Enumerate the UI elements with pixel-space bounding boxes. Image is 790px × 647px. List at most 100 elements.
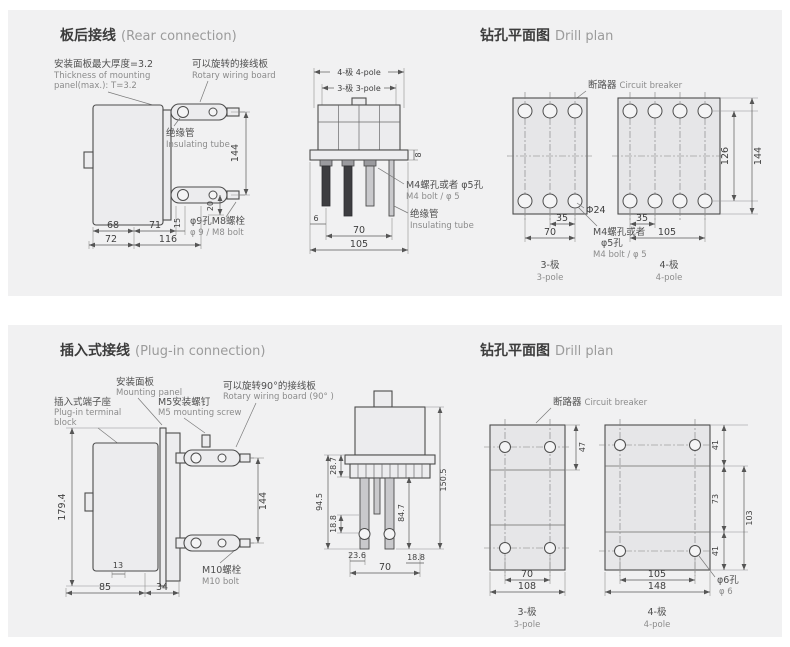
plugin-bottom-terminal [175, 534, 254, 552]
plan2-4pole-label-en: 4-pole [644, 620, 671, 630]
plugin-side-view: 安装面板 Mounting panel 插入式端子座 Plug-in termi… [54, 376, 334, 597]
rear-side-dimensions: 144 20 φ9孔M8螺栓 φ 9 / M8 bolt [88, 111, 250, 249]
dim-28-label: 28.7 [329, 457, 338, 475]
plugin-title-zh: 插入式接线 [60, 342, 130, 359]
rear-title: 板后接线 (Rear connection) [60, 27, 237, 44]
dim-35a-label: 35 [556, 213, 568, 224]
m5-screw [201, 434, 211, 448]
dim-70c-label: 70 [379, 562, 391, 573]
terminal-block-label-en1: Plug-in terminal [54, 408, 121, 418]
m4-hole-label-en: M4 bolt / φ 5 [406, 192, 460, 202]
plugin-drill-plan-3pole [484, 419, 571, 576]
dim-20-label: 20 [206, 201, 215, 211]
rear-front-dimensions: 6 70 105 [309, 162, 409, 254]
rotary90-label-en: Rotary wiring board (90° ) [223, 392, 334, 402]
plan2-4pole-label-zh: 4-极 [648, 606, 667, 618]
breaker-callout-en: Circuit breaker [620, 81, 683, 91]
dim-103-label: 103 [745, 510, 754, 525]
plugin-drill-title-en: Drill plan [555, 344, 613, 359]
dim-73-label: 73 [711, 494, 720, 504]
dim-105c-label: 105 [648, 569, 666, 580]
thickness-label-en1: Thickness of mounting [53, 71, 150, 81]
dim-144-label: 144 [230, 144, 241, 162]
rotary-label-zh: 可以旋转的接线板 [192, 58, 269, 70]
m5-screw-label-zh: M5安装螺钉 [158, 396, 211, 408]
plugin-drill-title-zh: 钻孔平面图 [480, 342, 550, 359]
plugin-front-view: 94.5 28.7 18.8 23.6 70 84.7 [315, 390, 448, 577]
dim-108-label: 108 [518, 581, 536, 592]
breaker-handle2 [84, 492, 94, 512]
dim-35b-label: 35 [636, 213, 648, 224]
mounting-panel-plate [162, 109, 172, 221]
rear-title-en: (Rear connection) [121, 29, 237, 44]
breaker-body-side [92, 104, 164, 226]
m8-bolt-label-en: φ 9 / M8 bolt [190, 228, 244, 238]
rotary-label-en: Rotary wiring board [192, 71, 276, 81]
plug-pin-left [359, 477, 370, 550]
m4-callout-zh2: φ5孔 [601, 238, 623, 249]
phi6-hole-label-en: φ 6 [719, 587, 733, 597]
dim-68-label: 68 [107, 220, 119, 231]
plugin-title-en: (Plug-in connection) [135, 344, 265, 359]
mounting-panel-label-zh: 安装面板 [116, 376, 155, 388]
dim-126-label: 126 [720, 147, 731, 165]
dim-41a-label: 41 [711, 440, 720, 450]
plan-3pole-label-zh: 3-极 [541, 259, 560, 271]
mounting-panel-label-en: Mounting panel [116, 388, 182, 398]
m10-bolt [239, 538, 251, 548]
dim-phi24-label: Φ24 [586, 205, 606, 216]
breaker-flange2 [344, 454, 436, 465]
rotary90-label-zh: 可以旋转90°的接线板 [223, 380, 316, 392]
dim-150-label: 150.5 [439, 469, 448, 492]
m4-hole-label-zh: M4螺孔或者 φ5孔 [406, 179, 484, 191]
dim-148-label: 148 [648, 581, 666, 592]
breaker-body-side2 [92, 442, 159, 572]
plugin-top-terminal [175, 434, 254, 467]
plan2-3pole-label-zh: 3-极 [518, 606, 537, 618]
breaker-callout-zh: 断路器 [588, 79, 617, 91]
plan2-3pole-label-en: 3-pole [514, 620, 541, 630]
insulating-tube-label-zh: 绝缘管 [166, 127, 195, 139]
rear-title-zh: 板后接线 [60, 27, 116, 44]
rear-drill-dimensions: 126 144 35 70 Φ24 M4螺孔或者 φ5孔 M4 bolt / φ [524, 97, 764, 260]
m10-bolt-label-en: M10 bolt [202, 577, 240, 587]
dim-47-label: 47 [578, 442, 587, 452]
rear-drill-plan-4pole [612, 92, 726, 220]
dim-105b-label: 105 [658, 227, 676, 238]
m4-callout-en: M4 bolt / φ 5 [593, 250, 647, 260]
plugin-connection-drawing: 插入式接线 (Plug-in connection) 钻孔平面图 Drill pla… [54, 342, 754, 630]
dim-70d-label: 70 [521, 569, 533, 580]
pin-3 [365, 165, 375, 207]
dim-8-label: 8 [414, 152, 423, 157]
dim-72-label: 72 [105, 234, 117, 245]
dim-144c-label: 144 [258, 492, 269, 510]
dim-144b-label: 144 [753, 147, 764, 165]
plug-pin-right [384, 477, 395, 550]
insulating-tube2-label-zh: 绝缘管 [410, 208, 439, 220]
rear-side-view: 安装面板最大厚度=3.2 Thickness of mounting panel… [53, 58, 276, 249]
actuator-knob [373, 390, 393, 408]
m10-bolt-label-zh: M10螺栓 [202, 564, 242, 576]
dim-179-label: 179.4 [57, 493, 68, 520]
phi6-hole-label-zh: φ6孔 [717, 575, 739, 586]
dim-6-label: 6 [313, 214, 318, 223]
breaker-flange [309, 149, 409, 161]
plugin-side-dimensions: 179.4 144 13 85 34 [57, 427, 269, 597]
dim-3pole-label: 3-极 3-pole [337, 83, 381, 93]
dim-71-label: 71 [149, 220, 161, 231]
m5-screw-label-en: M5 mounting screw [158, 408, 242, 418]
dim-70-label: 70 [353, 225, 365, 236]
breaker-callout2-en: Circuit breaker [585, 398, 648, 408]
pin-4 [388, 159, 395, 217]
breaker-top-bump [351, 97, 367, 106]
pin-2 [343, 165, 353, 217]
m4-callout-zh1: M4螺孔或者 [593, 226, 645, 238]
plugin-front-dimensions: 94.5 28.7 18.8 23.6 70 84.7 [315, 406, 448, 577]
pin-1 [321, 165, 331, 207]
